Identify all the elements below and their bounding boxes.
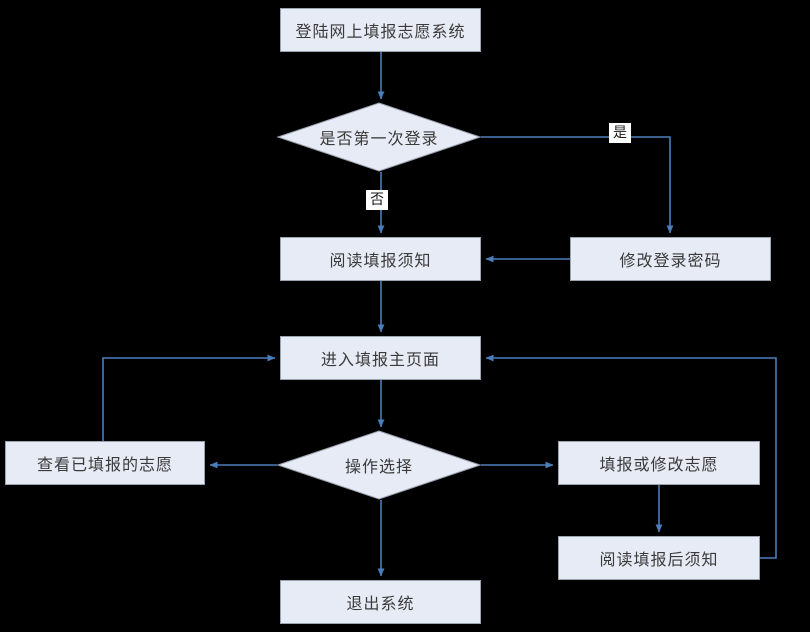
node-view-filled-label: 查看已填报的志愿 [36,455,173,474]
node-first-login-decision[interactable]: 是否第一次登录 [277,102,481,172]
node-main-page[interactable]: 进入填报主页面 [280,336,481,380]
node-after-notice-label: 阅读填报后须知 [599,550,719,569]
edge-label-yes: 是 [609,123,631,143]
node-fill-modify[interactable]: 填报或修改志愿 [558,441,760,485]
edge-label-no: 否 [366,190,388,210]
node-view-filled[interactable]: 查看已填报的志愿 [5,441,205,485]
node-operation-decision[interactable]: 操作选择 [277,430,481,500]
node-main-page-label: 进入填报主页面 [320,350,440,369]
node-read-notice[interactable]: 阅读填报须知 [280,237,481,281]
edge-first-login-yes-to-change-password [481,136,674,234]
node-read-notice-label: 阅读填报须知 [329,251,432,270]
node-start-label: 登陆网上填报志愿系统 [295,22,466,41]
node-exit[interactable]: 退出系统 [280,580,481,624]
node-first-login-label: 是否第一次登录 [319,129,439,148]
node-start[interactable]: 登陆网上填报志愿系统 [280,8,481,52]
node-exit-label: 退出系统 [346,594,415,613]
node-operation-label: 操作选择 [344,457,413,476]
edge-after-notice-to-main-page [485,354,777,559]
node-fill-modify-label: 填报或修改志愿 [599,455,719,474]
node-change-password-label: 修改登录密码 [619,251,722,270]
diamond-shape [277,102,481,172]
node-after-notice[interactable]: 阅读填报后须知 [558,536,760,580]
node-change-password[interactable]: 修改登录密码 [570,237,771,281]
diamond-shape [277,430,481,500]
edge-view-filled-to-main-page [102,354,276,441]
